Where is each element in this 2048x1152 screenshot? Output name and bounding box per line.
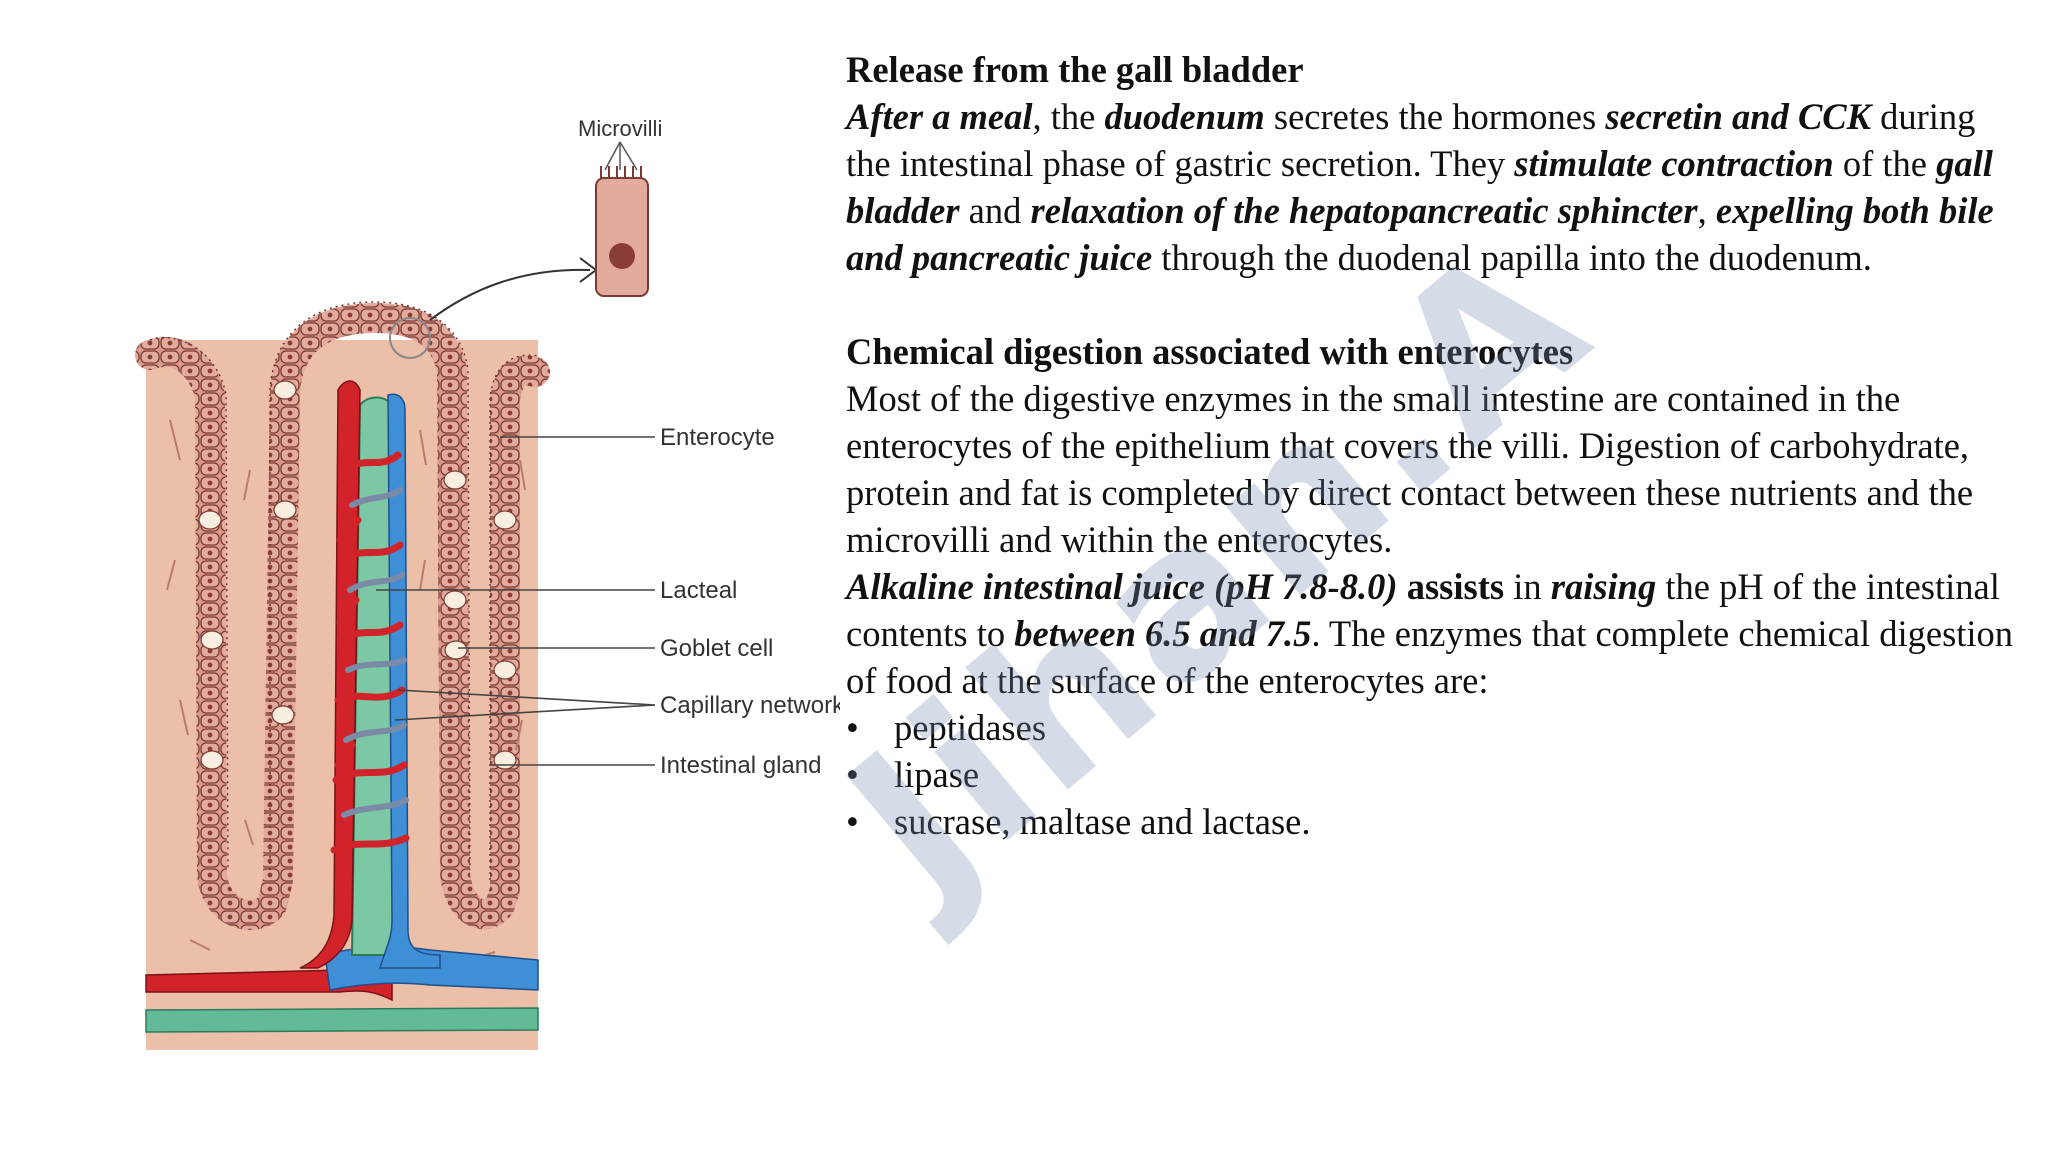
list-item: lipase [846, 751, 2026, 798]
lymph-vessel-base [145, 1007, 539, 1033]
label-intestinal-gland: Intestinal gland [660, 752, 821, 779]
label-microvilli: Microvilli [578, 116, 662, 141]
microvilli-detail [389, 141, 649, 359]
section2-paragraph-1: Most of the digestive enzymes in the sma… [846, 378, 1974, 560]
label-lacteal: Lacteal [660, 577, 737, 604]
section1-heading: Release from the gall bladder [846, 49, 1304, 90]
section-gap [846, 281, 2026, 328]
capillary-network [330, 451, 410, 854]
brush-border [149, 301, 539, 880]
arterial-vessel [299, 380, 361, 969]
connective-fibres [166, 419, 526, 961]
list-item: sucrase, maltase and lactase. [846, 798, 2026, 845]
list-item: peptidases [846, 704, 2026, 751]
epithelium-layer [135, 303, 550, 930]
section2-paragraph-2: Alkaline intestinal juice (pH 7.8-8.0) a… [846, 566, 2014, 701]
label-leader-lines [376, 436, 656, 766]
enzyme-list: peptidases lipase sucrase, maltase and l… [846, 704, 2026, 845]
villus-illustration: Microvilli Enterocyte Lacteal Goblet cel… [135, 116, 840, 1050]
label-goblet-cell: Goblet cell [660, 635, 773, 662]
goblet-cells [198, 380, 517, 770]
venous-vessel [379, 393, 441, 969]
section2-heading: Chemical digestion associated with enter… [846, 331, 1574, 372]
label-enterocyte: Enterocyte [660, 424, 775, 451]
text-content: Release from the gall bladder After a me… [846, 46, 2026, 845]
section1-paragraph: After a meal, the duodenum secretes the … [846, 96, 1994, 278]
label-capillary-network: Capillary network [660, 692, 840, 719]
